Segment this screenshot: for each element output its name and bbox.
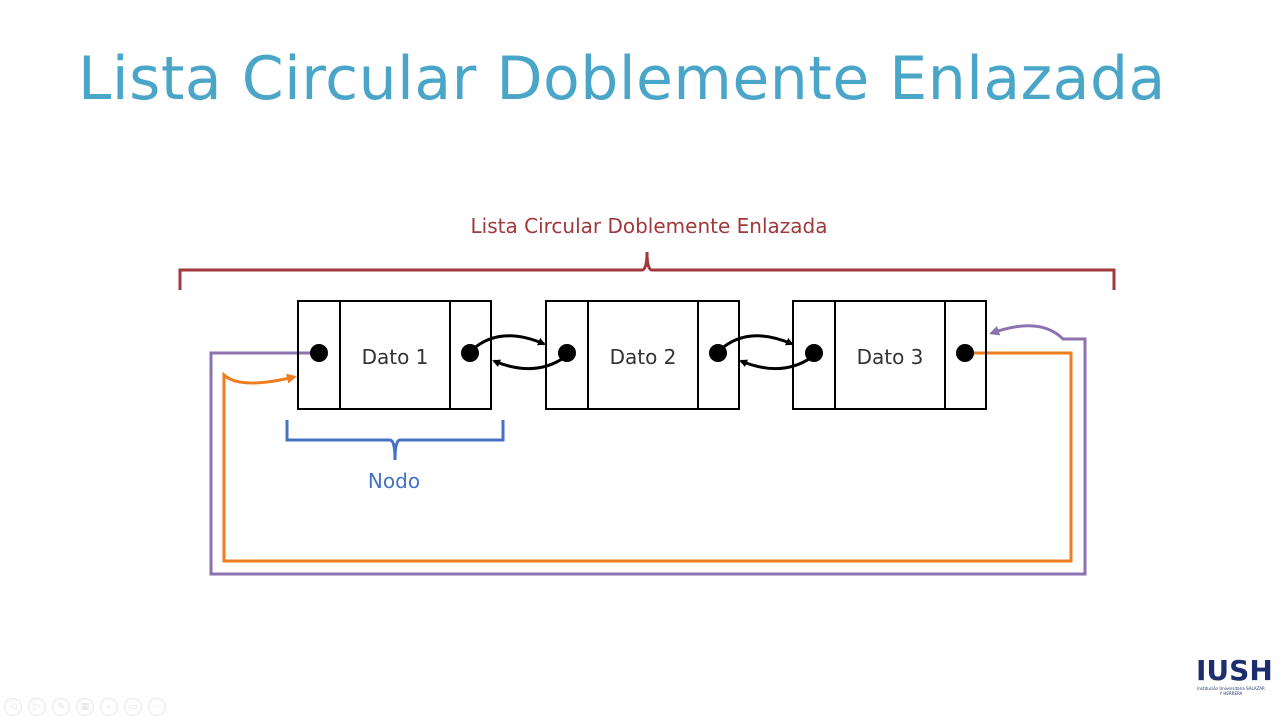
node-data: Dato 1 (362, 345, 429, 369)
prev-arrow-3-2 (739, 355, 813, 371)
logo-name: IUSH (1196, 654, 1273, 687)
node-2: Dato 2 (545, 300, 740, 410)
node-data: Dato 3 (857, 345, 924, 369)
node-3: Dato 3 (792, 300, 987, 410)
next-icon[interactable]: ▷ (28, 698, 46, 716)
next-arrow-2-3 (719, 334, 794, 352)
prev-pointer-dot (310, 344, 328, 362)
slides-icon[interactable]: ▦ (76, 698, 94, 716)
prev-link-circular (209, 324, 1087, 576)
zoom-icon[interactable]: ⌕ (100, 698, 118, 716)
pen-icon[interactable]: ✎ (52, 698, 70, 716)
slide-title: Lista Circular Doblemente Enlazada (78, 44, 1166, 114)
iush-logo: IUSH Institución Universitaria SALAZAR Y… (1196, 654, 1273, 706)
more-icon[interactable]: ⋯ (148, 698, 166, 716)
node-label: Nodo (368, 469, 420, 493)
node-bracket (285, 420, 505, 461)
next-pointer-dot (956, 344, 974, 362)
node-1: Dato 1 (297, 300, 492, 410)
subtitles-icon[interactable]: ▭ (124, 698, 142, 716)
presentation-controls: ◁ ▷ ✎ ▦ ⌕ ▭ ⋯ (4, 698, 166, 716)
list-label: Lista Circular Doblemente Enlazada (471, 214, 828, 238)
list-bracket (178, 251, 1116, 290)
prev-arrow-2-1 (492, 355, 566, 371)
next-arrow-1-2 (471, 334, 546, 352)
previous-icon[interactable]: ◁ (4, 698, 22, 716)
node-data: Dato 2 (610, 345, 677, 369)
logo-subtitle: Institución Universitaria SALAZAR Y HERR… (1197, 686, 1265, 696)
next-link-circular (222, 351, 1073, 563)
